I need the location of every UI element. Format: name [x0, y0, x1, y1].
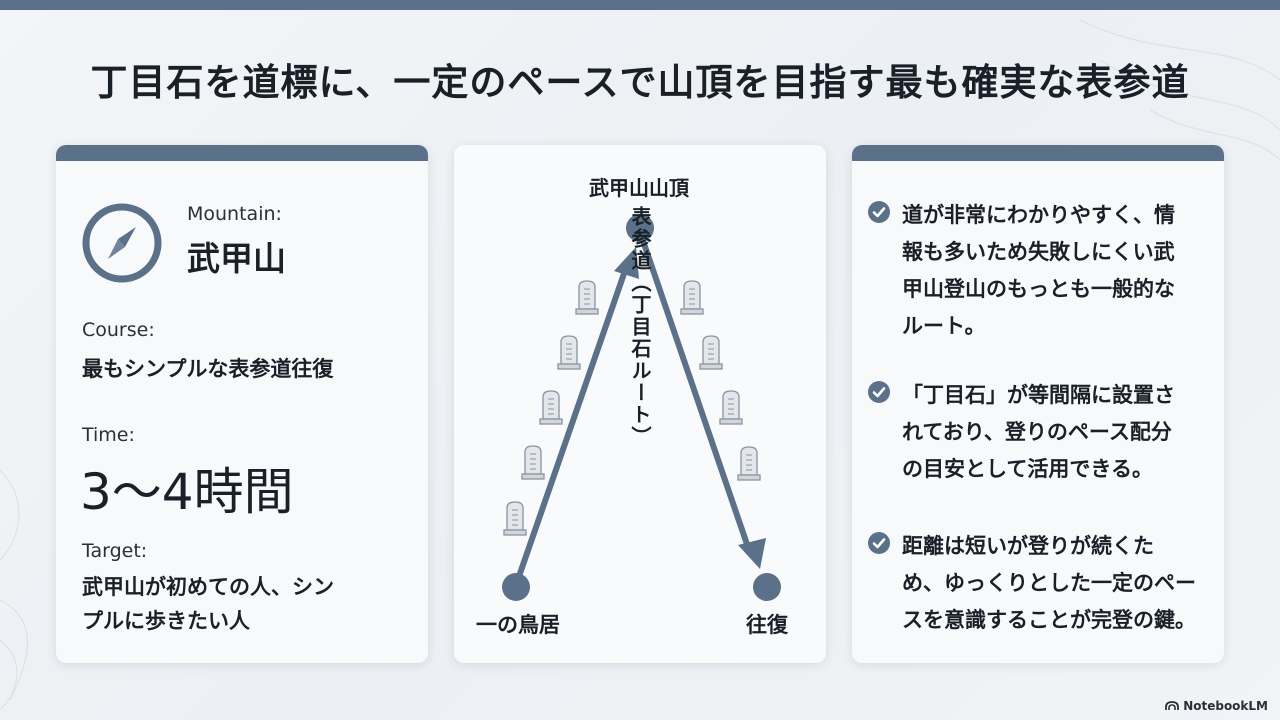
course-label: Course: [82, 319, 155, 341]
notebooklm-logo-icon [1165, 701, 1180, 710]
stone-marker-icon [719, 390, 743, 425]
return-label: 往復 [746, 613, 789, 637]
stone-marker-icon [575, 280, 599, 315]
route-diagram-card: 武甲山山頂 一の鳥居 往復 表参道（丁目石ルート） [454, 145, 826, 663]
check-circle-icon [868, 381, 890, 403]
point-text: 距離は短いが登りが続くた め、ゆっくりとした一定のペー スを意識することが完登の… [902, 528, 1202, 639]
ascent-arrowhead [614, 247, 639, 279]
point-line: め、ゆっくりとした一定のペー [902, 571, 1196, 595]
course-info-card: Mountain: 武甲山 Course: 最もシンプルな表参道往復 Time:… [56, 145, 428, 663]
key-points-card: 道が非常にわかりやすく、情 報も多いため失敗しにくい武 甲山登山のもっとも一般的… [852, 145, 1224, 663]
point-line: スを意識することが完登の鍵。 [902, 608, 1196, 632]
stone-marker-icon [737, 446, 761, 481]
page-title: 丁目石を道標に、一定のペースで山頂を目指す最も確実な表参道 [90, 61, 1190, 104]
mountain-name: 武甲山 [187, 239, 286, 278]
stone-marker-icon [699, 335, 723, 370]
point-text: 道が非常にわかりやすく、情 報も多いため失敗しにくい武 甲山登山のもっとも一般的… [902, 197, 1202, 345]
descent-arrowhead [738, 538, 766, 569]
descent-arrow [638, 232, 753, 556]
route-diagram: 武甲山山頂 一の鳥居 往復 表参道（丁目石ルート） [476, 176, 789, 637]
time-label: Time: [82, 424, 135, 446]
point-line: 報も多いため失敗しにくい武 [902, 240, 1175, 264]
point-line: の目安として活用できる。 [902, 457, 1153, 481]
stone-marker-icon [521, 445, 545, 480]
stone-marker-icon [557, 335, 581, 370]
target-label: Target: [82, 540, 148, 562]
return-point [753, 573, 781, 601]
summit-point [626, 214, 654, 242]
ascent-arrow [513, 262, 630, 588]
point-line: ルート。 [902, 314, 986, 338]
point-text: 「丁目石」が等間隔に設置さ れており、登りのペース配分 の目安として活用できる。 [902, 377, 1202, 488]
brand-watermark: NotebookLM [1165, 699, 1268, 713]
stone-marker-icon [503, 501, 527, 536]
point-line: 甲山登山のもっとも一般的な [902, 277, 1175, 301]
brand-name: NotebookLM [1183, 699, 1268, 713]
point-line: 「丁目石」が等間隔に設置さ [902, 383, 1175, 407]
check-circle-icon [868, 532, 890, 554]
stone-marker-icon [539, 390, 563, 425]
start-label: 一の鳥居 [476, 613, 560, 637]
summit-label: 武甲山山頂 [589, 176, 690, 200]
card-header-bar [56, 145, 428, 161]
top-accent-bar [0, 0, 1280, 10]
point-line: れており、登りのペース配分 [902, 420, 1172, 444]
point-line: 道が非常にわかりやすく、情 [902, 203, 1175, 227]
card-header-bar [852, 145, 1224, 161]
time-value: 3〜4時間 [80, 463, 294, 521]
target-line-1: 武甲山が初めての人、シン [82, 575, 334, 599]
compass-icon [82, 203, 162, 283]
target-line-2: プルに歩きたい人 [82, 609, 250, 633]
check-circle-icon [868, 201, 890, 223]
course-value: 最もシンプルな表参道往復 [82, 357, 334, 381]
mountain-label: Mountain: [187, 203, 282, 225]
stone-marker-icon [680, 280, 704, 315]
point-line: 距離は短いが登りが続くた [902, 534, 1154, 558]
route-label: 表参道（丁目石ルート） [628, 205, 652, 448]
start-point [502, 573, 530, 601]
